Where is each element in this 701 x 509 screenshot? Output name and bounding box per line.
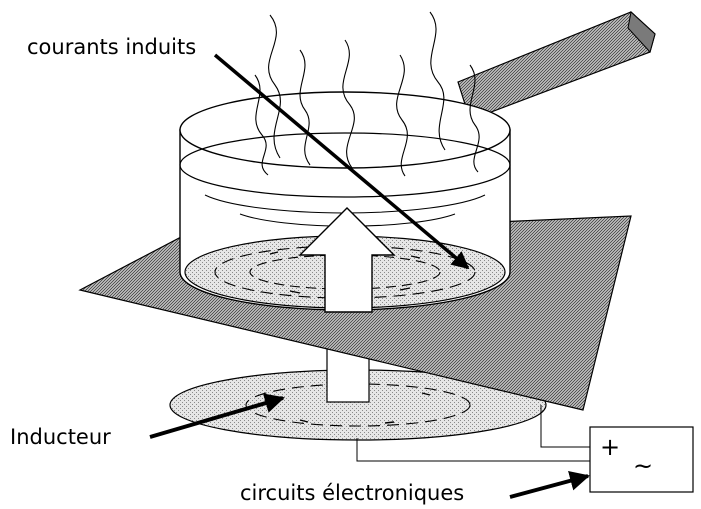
magnetic-field-arrow [298, 207, 396, 313]
induced-currents-arrow [213, 53, 470, 270]
power-supply-box: + ~ [589, 426, 694, 493]
label-induced-currents: courants induits [27, 35, 196, 59]
ac-symbol: ~ [633, 452, 653, 480]
electronics-arrow [509, 471, 590, 499]
wiring [356, 405, 590, 462]
label-electronics: circuits électroniques [240, 481, 464, 505]
label-inductor: Inducteur [10, 425, 111, 449]
plus-symbol: + [600, 433, 620, 461]
pan-handle [457, 11, 656, 121]
inductor-arrow [149, 393, 285, 439]
